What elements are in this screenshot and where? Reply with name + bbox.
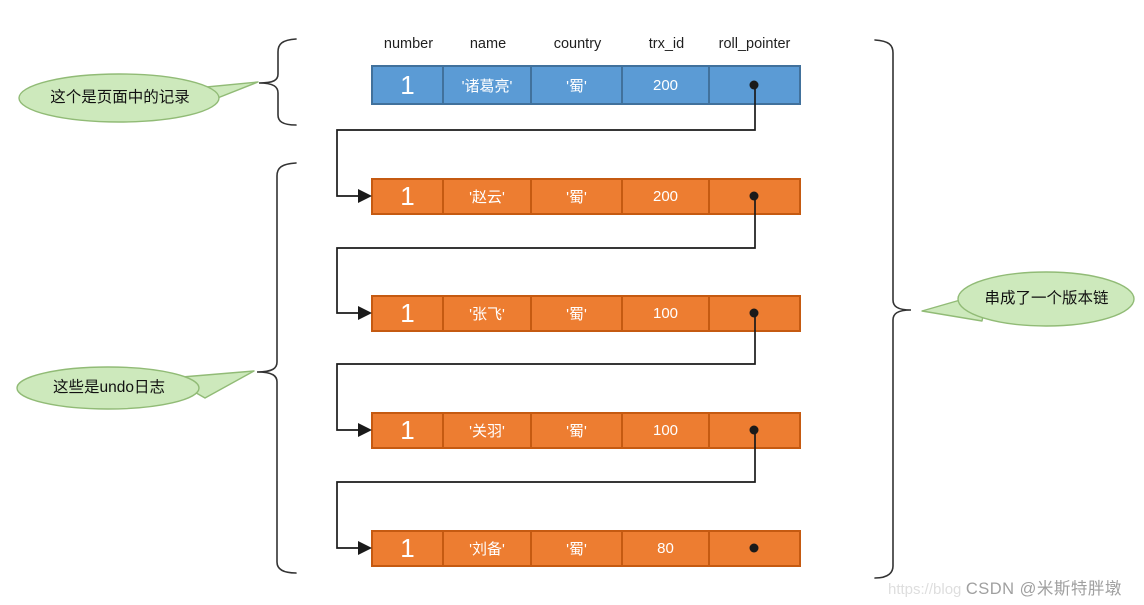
cell-roll-pointer (710, 297, 799, 330)
cell-number: 1 (373, 532, 444, 565)
cell-trx-id: 80 (623, 532, 710, 565)
cell-country: '蜀' (532, 414, 623, 447)
undo-log-row: 1'张飞''蜀'100 (371, 295, 801, 332)
cell-name: '关羽' (444, 414, 532, 447)
cell-trx-id: 100 (623, 414, 710, 447)
cell-country: '蜀' (532, 532, 623, 565)
cell-number: 1 (373, 297, 444, 330)
cell-country: '蜀' (532, 180, 623, 213)
cell-roll-pointer (710, 67, 799, 103)
cell-name: '诸葛亮' (444, 67, 532, 103)
page-record-callout-label: 这个是页面中的记录 (50, 89, 190, 106)
column-header-trx-id: trx_id (648, 36, 685, 52)
column-header-name: name (469, 36, 507, 52)
page-record-row: 1'诸葛亮''蜀'200 (371, 65, 801, 105)
cell-roll-pointer (710, 180, 799, 213)
cell-name: '刘备' (444, 532, 532, 565)
cell-name: '张飞' (444, 297, 532, 330)
cell-trx-id: 200 (623, 180, 710, 213)
cell-name: '赵云' (444, 180, 532, 213)
cell-country: '蜀' (532, 297, 623, 330)
cell-trx-id: 200 (623, 67, 710, 103)
cell-number: 1 (373, 67, 444, 103)
column-header-country: country (553, 36, 602, 52)
cell-country: '蜀' (532, 67, 623, 103)
watermark-url-faint: https://blog (888, 581, 962, 598)
undo-log-row: 1'关羽''蜀'100 (371, 412, 801, 449)
cell-trx-id: 100 (623, 297, 710, 330)
column-header-number: number (383, 36, 434, 52)
cell-number: 1 (373, 414, 444, 447)
column-headers: number name country trx_id roll_pointer (373, 36, 803, 52)
version-chain-callout-label: 串成了一个版本链 (984, 290, 1109, 307)
watermark-text: CSDN @米斯特胖墩 (965, 580, 1122, 598)
cell-roll-pointer (710, 414, 799, 447)
undo-logs-callout-label: 这些是undo日志 (53, 379, 165, 396)
undo-log-row: 1'刘备''蜀'80 (371, 530, 801, 567)
cell-number: 1 (373, 180, 444, 213)
cell-roll-pointer (710, 532, 799, 565)
undo-log-row: 1'赵云''蜀'200 (371, 178, 801, 215)
column-header-roll-pointer: roll_pointer (718, 36, 791, 52)
watermark: https://blog CSDN @米斯特胖墩 (888, 575, 1122, 599)
